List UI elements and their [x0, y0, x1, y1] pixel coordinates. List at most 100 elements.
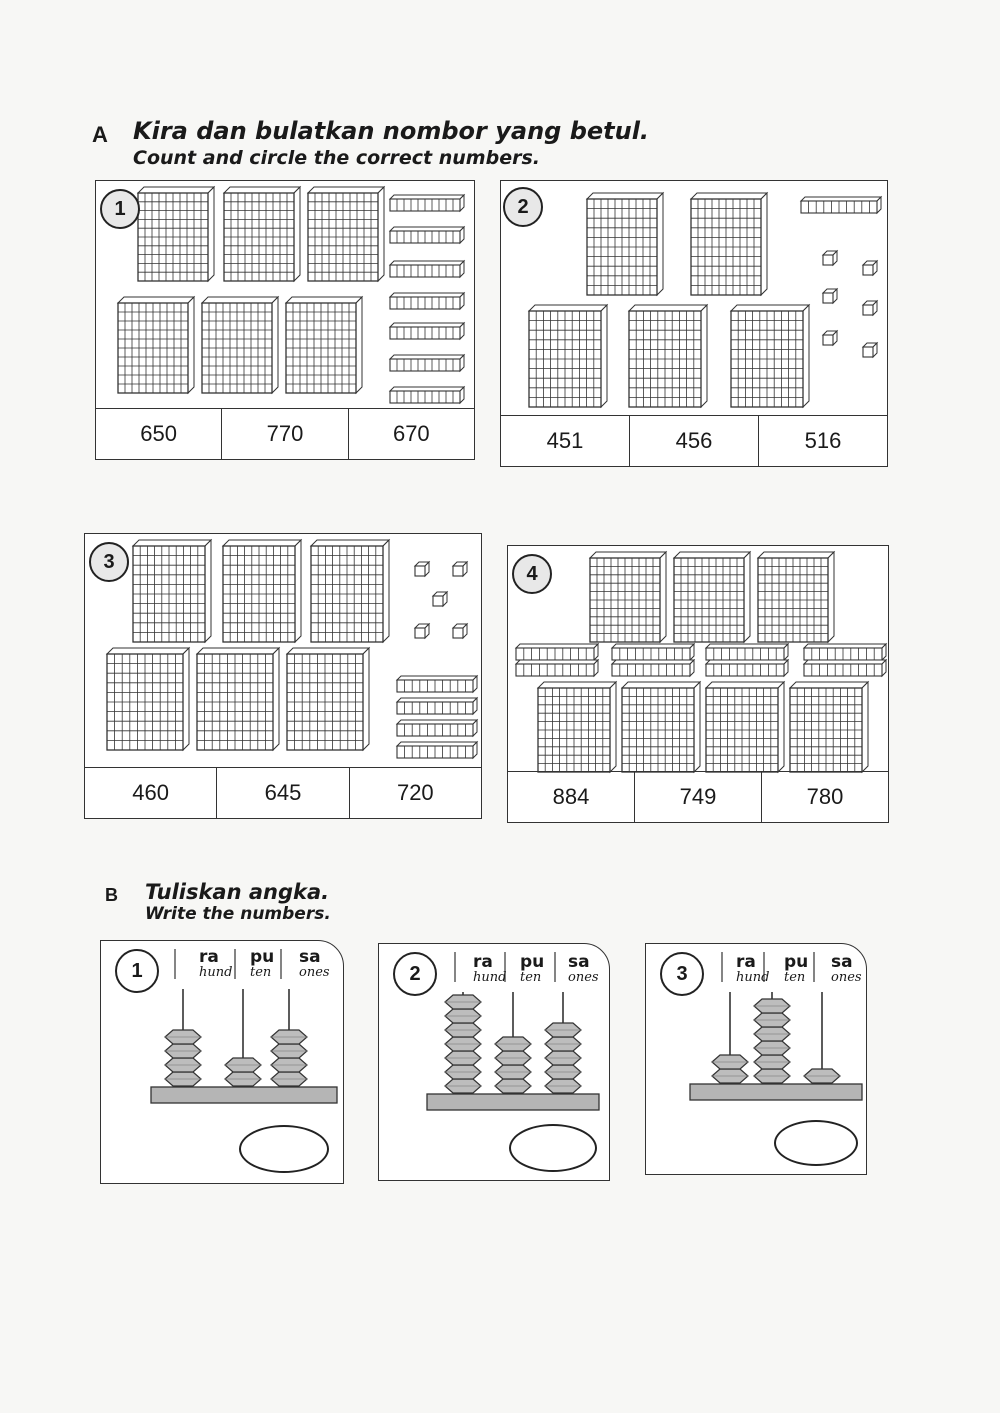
- ten-rod-block: [704, 658, 790, 678]
- abacus-bead: [224, 1071, 262, 1087]
- ten-rod-block: [802, 642, 888, 662]
- unit-cube-block: [821, 249, 839, 267]
- hundred-flat-block: [704, 680, 786, 774]
- section-a-title: Kira dan bulatkan nombor yang betul.: [133, 117, 650, 145]
- abacus-bead: [444, 994, 482, 1010]
- hundred-flat-block: [585, 191, 665, 297]
- abacus-bead: [270, 1057, 308, 1073]
- abacus-bead: [164, 1043, 202, 1059]
- abacus-base: [150, 1086, 338, 1104]
- abacus-bead: [444, 1022, 482, 1038]
- ten-rod-block: [388, 259, 466, 279]
- unit-cube-block: [821, 287, 839, 305]
- hundred-flat-block: [306, 185, 386, 283]
- hundred-flat-block: [136, 185, 216, 283]
- counting-panel-4: 4 884 749 780: [507, 545, 889, 823]
- answer-option[interactable]: 770: [221, 409, 347, 459]
- answer-option[interactable]: 645: [216, 768, 348, 818]
- abacus-3-badge: 3: [660, 952, 704, 996]
- unit-cube-block: [861, 259, 879, 277]
- unit-cube-block: [861, 299, 879, 317]
- hundred-flat-block: [284, 295, 364, 395]
- counting-panel-1: 1 650 770 670: [95, 180, 475, 460]
- hundred-flat-block: [116, 295, 196, 395]
- section-b-title: Tuliskan angka.: [145, 880, 330, 904]
- abacus-bead: [270, 1043, 308, 1059]
- section-a-letter: A: [92, 122, 108, 147]
- abacus-bead: [711, 1054, 749, 1070]
- abacus-bead: [753, 1026, 791, 1042]
- abacus-bead: [753, 1012, 791, 1028]
- abacus-base: [426, 1093, 600, 1111]
- ten-rod-block: [388, 385, 466, 405]
- abacus-2-drawing: [426, 952, 600, 1111]
- abacus-2-badge: 2: [393, 952, 437, 996]
- answer-option[interactable]: 451: [546, 428, 584, 453]
- answer-oval[interactable]: [509, 1124, 597, 1172]
- answer-option[interactable]: 749: [634, 772, 761, 822]
- answer-option[interactable]: 720: [348, 768, 481, 818]
- hundred-flat-block: [200, 295, 280, 395]
- abacus-bead: [444, 1050, 482, 1066]
- ten-rod-block: [395, 740, 479, 760]
- answer-option[interactable]: 650: [140, 421, 178, 446]
- hundred-flat-block: [527, 303, 609, 409]
- answer-option[interactable]: 516: [758, 416, 887, 466]
- answer-option[interactable]: 780: [761, 772, 888, 822]
- answer-oval[interactable]: [774, 1120, 858, 1166]
- hundred-flat-block: [689, 191, 769, 297]
- panel-4-badge: 4: [512, 554, 552, 594]
- unit-cube-block: [413, 622, 431, 640]
- abacus-bead: [753, 1068, 791, 1084]
- hundred-flat-block: [620, 680, 702, 774]
- abacus-bead: [494, 1064, 532, 1080]
- answer-oval[interactable]: [239, 1125, 329, 1173]
- abacus-3-drawing: [689, 952, 863, 1101]
- unit-cube-block: [861, 341, 879, 359]
- hundred-flat-block: [672, 550, 752, 644]
- abacus-bead: [544, 1078, 582, 1094]
- abacus-bead: [544, 1036, 582, 1052]
- unit-cube-block: [431, 590, 449, 608]
- abacus-1-drawing: [150, 949, 338, 1104]
- hundred-flat-block: [756, 550, 836, 644]
- unit-cube-block: [451, 560, 469, 578]
- ten-rod-block: [610, 658, 696, 678]
- hundred-flat-block: [221, 538, 303, 644]
- hundred-flat-block: [627, 303, 709, 409]
- panel-2-blocks: [527, 191, 883, 409]
- answer-option[interactable]: 456: [629, 416, 758, 466]
- panel-4-blocks: [514, 550, 888, 774]
- ten-rod-block: [388, 353, 466, 373]
- abacus-bead: [494, 1078, 532, 1094]
- answer-option[interactable]: 670: [347, 409, 474, 459]
- ten-rod-block: [514, 658, 600, 678]
- ten-rod-block: [395, 718, 479, 738]
- hundred-flat-block: [309, 538, 391, 644]
- abacus-bead: [711, 1068, 749, 1084]
- abacus-bead: [544, 1022, 582, 1038]
- abacus-bead: [444, 1036, 482, 1052]
- ten-rod-block: [799, 195, 883, 215]
- ten-rod-block: [610, 642, 696, 662]
- ten-rod-block: [802, 658, 888, 678]
- counting-panel-2: 2 451 456 516: [500, 180, 888, 467]
- abacus-bead: [270, 1029, 308, 1045]
- abacus-bead: [753, 1040, 791, 1056]
- section-a-subtitle: Count and circle the correct numbers.: [133, 147, 540, 169]
- answer-option[interactable]: 884: [552, 784, 590, 809]
- section-b-subtitle: Write the numbers.: [145, 904, 331, 924]
- hundred-flat-block: [588, 550, 668, 644]
- ten-rod-block: [704, 642, 790, 662]
- panel-3-answers: 460 645 720: [85, 767, 481, 818]
- panel-1-blocks: [116, 185, 466, 405]
- answer-option[interactable]: 460: [132, 780, 170, 805]
- abacus-bead: [444, 1078, 482, 1094]
- abacus-bead: [444, 1008, 482, 1024]
- hundred-flat-block: [285, 646, 371, 752]
